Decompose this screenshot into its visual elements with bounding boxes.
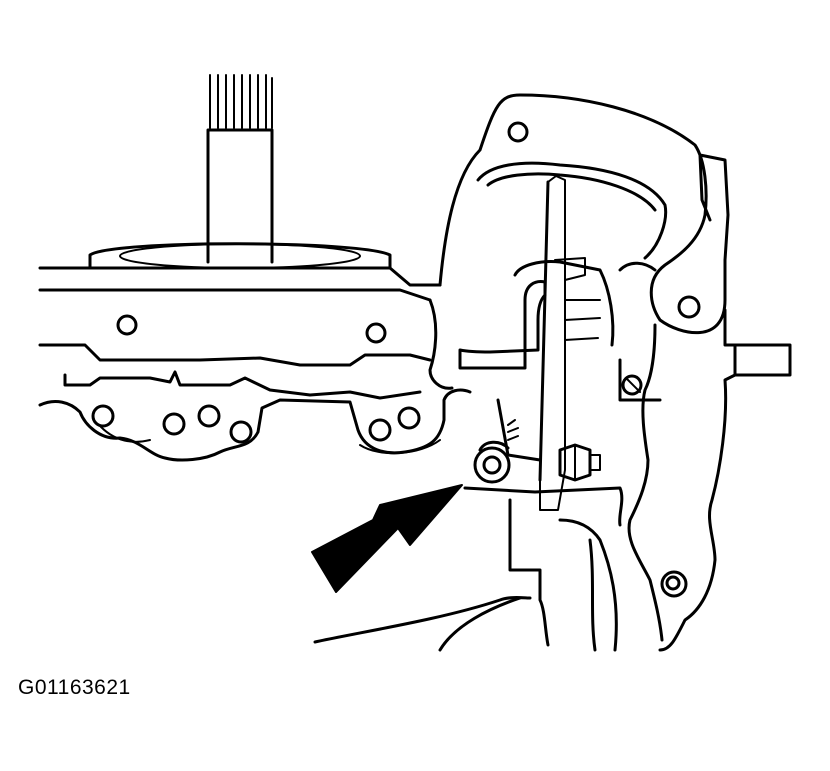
bracket-assembly	[458, 175, 615, 511]
figure-id-label: G01163621	[18, 676, 131, 699]
shaft-nut	[473, 398, 542, 484]
right-shaft-stub	[733, 343, 792, 377]
output-shaft	[206, 74, 274, 264]
housing-outline	[428, 93, 737, 652]
shaft-seal-ring	[88, 242, 392, 270]
lower-housing	[313, 486, 624, 652]
bolt-nut	[558, 443, 601, 482]
case-upper-flange	[38, 266, 442, 302]
stud	[618, 358, 662, 402]
pointer-arrow	[311, 484, 463, 593]
bolt-holes	[91, 121, 701, 598]
case-lower-flange	[38, 343, 472, 462]
